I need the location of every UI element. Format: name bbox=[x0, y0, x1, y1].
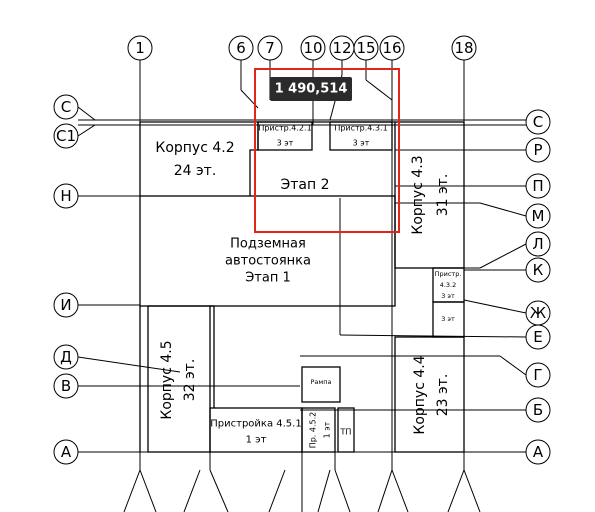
axis-marker-right-K: К bbox=[525, 257, 551, 283]
axis-marker-12: 12 bbox=[329, 35, 355, 61]
korpus-4-5-title: Корпус 4.5 bbox=[159, 340, 175, 419]
axis-marker-6: 6 bbox=[228, 35, 254, 61]
ext-4-3-2-l1: Пристр. bbox=[435, 270, 462, 278]
axis-marker-right-M: М bbox=[525, 203, 551, 229]
svg-text:Б: Б bbox=[533, 401, 543, 419]
stage-2-label: Этап 2 bbox=[280, 177, 329, 193]
svg-text:6: 6 bbox=[236, 39, 246, 57]
axis-marker-1: 1 bbox=[127, 35, 153, 61]
axis-marker-right-A: А bbox=[525, 439, 551, 465]
svg-text:16: 16 bbox=[382, 39, 401, 57]
svg-text:П: П bbox=[532, 177, 543, 195]
korpus-4-4-floors: 23 эт. bbox=[435, 374, 451, 417]
korpus-4-4-title: Корпус 4.4 bbox=[412, 355, 428, 434]
svg-text:1: 1 bbox=[135, 39, 145, 57]
ext-4-2-1-title: Пристр.4.2.1 bbox=[258, 124, 311, 133]
axis-marker-left-N: Н bbox=[53, 183, 79, 209]
axis-marker-right-B: Б bbox=[525, 397, 551, 423]
parking-line-3: Этап 1 bbox=[245, 271, 291, 286]
axis-marker-right-S: С bbox=[525, 109, 551, 135]
parking-line-1: Подземная bbox=[230, 237, 306, 252]
korpus-4-2-floors: 24 эт. bbox=[174, 163, 217, 179]
ext-4-5-1-floors: 1 эт bbox=[246, 435, 267, 446]
axis-marker-15: 15 bbox=[353, 35, 379, 61]
svg-text:Е: Е bbox=[533, 328, 542, 346]
svg-text:18: 18 bbox=[454, 39, 473, 57]
svg-text:10: 10 bbox=[303, 39, 322, 57]
ext-4-2-1-floors: 3 эт bbox=[277, 139, 294, 148]
ext-4-3-1-floors: 3 эт bbox=[353, 139, 370, 148]
korpus-4-3-title: Корпус 4.3 bbox=[410, 155, 426, 234]
svg-text:Ж: Ж bbox=[530, 304, 546, 322]
ext-4-5-2-title: Пр. 4.5.2 bbox=[309, 412, 318, 449]
svg-text:Л: Л bbox=[532, 235, 543, 253]
building-outlines bbox=[139, 121, 465, 453]
axis-marker-right-Zh: Ж bbox=[525, 300, 551, 326]
svg-text:С: С bbox=[533, 113, 543, 131]
axis-marker-10: 10 bbox=[300, 35, 326, 61]
axis-marker-16: 16 bbox=[379, 35, 405, 61]
ext-4-3-2-floors: 3 эт bbox=[441, 292, 455, 300]
measurement-value: 1 490,514 bbox=[275, 82, 348, 97]
axis-marker-7: 7 bbox=[257, 35, 283, 61]
axis-marker-18: 18 bbox=[451, 35, 477, 61]
ramp-label: Рампа bbox=[310, 378, 331, 386]
svg-text:Р: Р bbox=[533, 141, 542, 159]
lower-axis-lines bbox=[123, 452, 481, 512]
svg-text:А: А bbox=[533, 443, 544, 461]
svg-text:Д: Д bbox=[60, 348, 72, 366]
svg-text:М: М bbox=[532, 207, 545, 225]
axis-marker-right-G: Г bbox=[525, 362, 551, 388]
svg-text:С: С bbox=[61, 98, 71, 116]
axis-marker-right-E: Е bbox=[525, 324, 551, 350]
svg-text:В: В bbox=[61, 377, 71, 395]
svg-text:С1: С1 bbox=[56, 127, 76, 145]
axis-marker-right-P: П bbox=[525, 173, 551, 199]
svg-text:Н: Н bbox=[60, 187, 71, 205]
svg-text:К: К bbox=[533, 261, 544, 279]
svg-text:И: И bbox=[60, 296, 71, 314]
ext-4-3-1-title: Пристр.4.3.1 bbox=[334, 124, 387, 133]
axis-marker-left-D: Д bbox=[53, 344, 79, 370]
selection-rectangle[interactable] bbox=[254, 68, 400, 233]
axis-marker-left-A: А bbox=[53, 439, 79, 465]
axis-marker-right-L: Л bbox=[525, 231, 551, 257]
axis-marker-left-V: В bbox=[53, 373, 79, 399]
ext-4-5-1-title: Пристройка 4.5.1 bbox=[210, 419, 301, 430]
axis-marker-left-S: С bbox=[53, 94, 79, 120]
block-floors: 3 эт bbox=[441, 315, 455, 323]
ext-4-3-2-l2: 4.3.2 bbox=[440, 281, 457, 289]
ext-4-5-2-floors: 1 эт bbox=[323, 421, 332, 438]
parking-line-2: автостоянка bbox=[225, 254, 311, 269]
korpus-4-5-floors: 32 эт. bbox=[182, 359, 198, 402]
korpus-4-3-floors: 31 эт. bbox=[435, 174, 451, 217]
axis-marker-left-S1: С1 bbox=[53, 123, 79, 149]
axis-marker-left-I: И bbox=[53, 292, 79, 318]
axis-marker-right-R: Р bbox=[525, 137, 551, 163]
svg-text:А: А bbox=[61, 443, 72, 461]
svg-text:Г: Г bbox=[533, 366, 542, 384]
measurement-tooltip: 1 490,514 bbox=[270, 77, 352, 101]
svg-text:15: 15 bbox=[356, 39, 375, 57]
svg-text:7: 7 bbox=[265, 39, 275, 57]
korpus-4-2-title: Корпус 4.2 bbox=[155, 140, 234, 156]
tp-label: ТП bbox=[340, 428, 352, 437]
svg-text:12: 12 bbox=[332, 39, 351, 57]
